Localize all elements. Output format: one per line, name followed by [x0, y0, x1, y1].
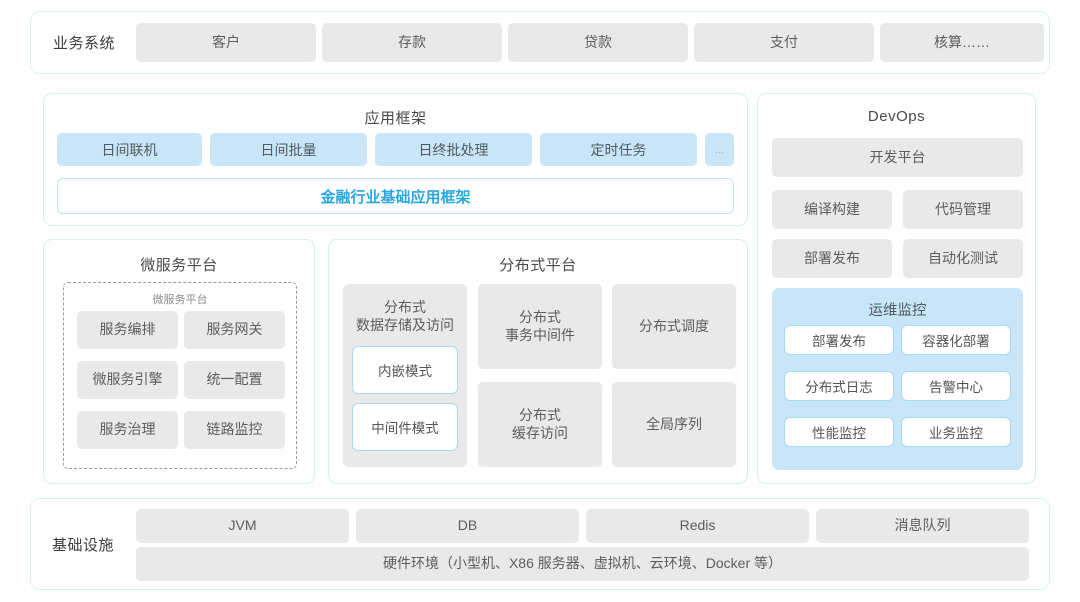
ms-chip-unified-config[interactable]: 统一配置 [184, 361, 285, 399]
microservice-platform-title: 微服务平台 [140, 257, 218, 274]
ops-chip-deploy-release[interactable]: 部署发布 [784, 325, 894, 355]
base-application-framework-bar[interactable]: 金融行业基础应用框架 [57, 178, 734, 214]
ops-chip-alert-center[interactable]: 告警中心 [901, 371, 1011, 401]
dist-chip-distributed-cache[interactable]: 分布式 缓存访问 [478, 382, 602, 467]
ops-chip-containerized-deploy[interactable]: 容器化部署 [901, 325, 1011, 355]
devops-chip-compile-build[interactable]: 编译构建 [772, 190, 892, 229]
dist-chip-distributed-scheduling[interactable]: 分布式调度 [612, 284, 736, 369]
infra-chip-jvm[interactable]: JVM [136, 509, 349, 543]
ms-chip-microservice-engine[interactable]: 微服务引擎 [77, 361, 178, 399]
infra-chip-db[interactable]: DB [356, 509, 579, 543]
app-chip-scheduled-task[interactable]: 定时任务 [540, 133, 697, 166]
devops-chip-code-management[interactable]: 代码管理 [903, 190, 1023, 229]
app-chip-eod-batch[interactable]: 日终批处理 [375, 133, 532, 166]
devops-chip-dev-platform[interactable]: 开发平台 [772, 138, 1023, 177]
infrastructure-label: 基础设施 [52, 536, 115, 554]
ms-chip-service-gateway[interactable]: 服务网关 [184, 311, 285, 349]
app-chip-more[interactable]: ... [705, 133, 734, 166]
ops-monitoring-title: 运维监控 [868, 303, 927, 319]
ops-monitoring-panel: 运维监控 部署发布 容器化部署 分布式日志 告警中心 性能监控 业务监控 [772, 288, 1023, 470]
business-systems-label: 业务系统 [53, 35, 116, 52]
ms-chip-service-orchestration[interactable]: 服务编排 [77, 311, 178, 349]
application-framework-title: 应用框架 [364, 110, 427, 127]
distributed-platform-panel: 分布式平台 分布式 数据存储及访问 内嵌模式 中间件模式 分布式 事务中间件 分… [328, 239, 748, 484]
ops-chip-performance-monitor[interactable]: 性能监控 [784, 417, 894, 447]
business-chip-payment[interactable]: 支付 [694, 23, 874, 62]
business-systems-card: 业务系统 客户 存款 贷款 支付 核算…… [30, 11, 1050, 74]
business-chip-deposit[interactable]: 存款 [322, 23, 502, 62]
dist-chip-middleware-mode[interactable]: 中间件模式 [352, 403, 458, 451]
business-chip-loan[interactable]: 贷款 [508, 23, 688, 62]
business-chip-accounting[interactable]: 核算…… [880, 23, 1044, 62]
infra-chip-redis[interactable]: Redis [586, 509, 809, 543]
devops-panel: DevOps 开发平台 编译构建 代码管理 部署发布 自动化测试 运维监控 部署… [757, 93, 1036, 484]
infra-chip-message-queue[interactable]: 消息队列 [816, 509, 1029, 543]
devops-title: DevOps [867, 108, 926, 125]
devops-chip-automated-test[interactable]: 自动化测试 [903, 239, 1023, 278]
infra-chip-hardware-environment[interactable]: 硬件环境（小型机、X86 服务器、虚拟机、云环境、Docker 等） [136, 547, 1029, 581]
application-framework-panel: 应用框架 日间联机 日间批量 日终批处理 定时任务 ... 金融行业基础应用框架 [43, 93, 748, 226]
microservice-inner-title: 微服务平台 [152, 294, 208, 306]
app-chip-daytime-online[interactable]: 日间联机 [57, 133, 202, 166]
infrastructure-card: 基础设施 JVM DB Redis 消息队列 硬件环境（小型机、X86 服务器、… [30, 498, 1050, 590]
business-chip-customer[interactable]: 客户 [136, 23, 316, 62]
distributed-platform-title: 分布式平台 [499, 257, 577, 274]
ms-chip-link-monitor[interactable]: 链路监控 [184, 411, 285, 449]
ops-chip-distributed-log[interactable]: 分布式日志 [784, 371, 894, 401]
distributed-storage-title: 分布式 数据存储及访问 [356, 299, 454, 334]
dist-chip-embedded-mode[interactable]: 内嵌模式 [352, 346, 458, 394]
distributed-storage-group: 分布式 数据存储及访问 内嵌模式 中间件模式 [343, 284, 467, 467]
dist-chip-global-sequence[interactable]: 全局序列 [612, 382, 736, 467]
microservice-platform-panel: 微服务平台 微服务平台 服务编排 服务网关 微服务引擎 统一配置 服务治理 链路… [43, 239, 315, 484]
dist-chip-transaction-middleware[interactable]: 分布式 事务中间件 [478, 284, 602, 369]
microservice-inner-group: 微服务平台 服务编排 服务网关 微服务引擎 统一配置 服务治理 链路监控 [63, 282, 297, 469]
app-chip-daytime-batch[interactable]: 日间批量 [210, 133, 367, 166]
ms-chip-service-governance[interactable]: 服务治理 [77, 411, 178, 449]
ops-chip-business-monitor[interactable]: 业务监控 [901, 417, 1011, 447]
devops-chip-deploy-release[interactable]: 部署发布 [772, 239, 892, 278]
